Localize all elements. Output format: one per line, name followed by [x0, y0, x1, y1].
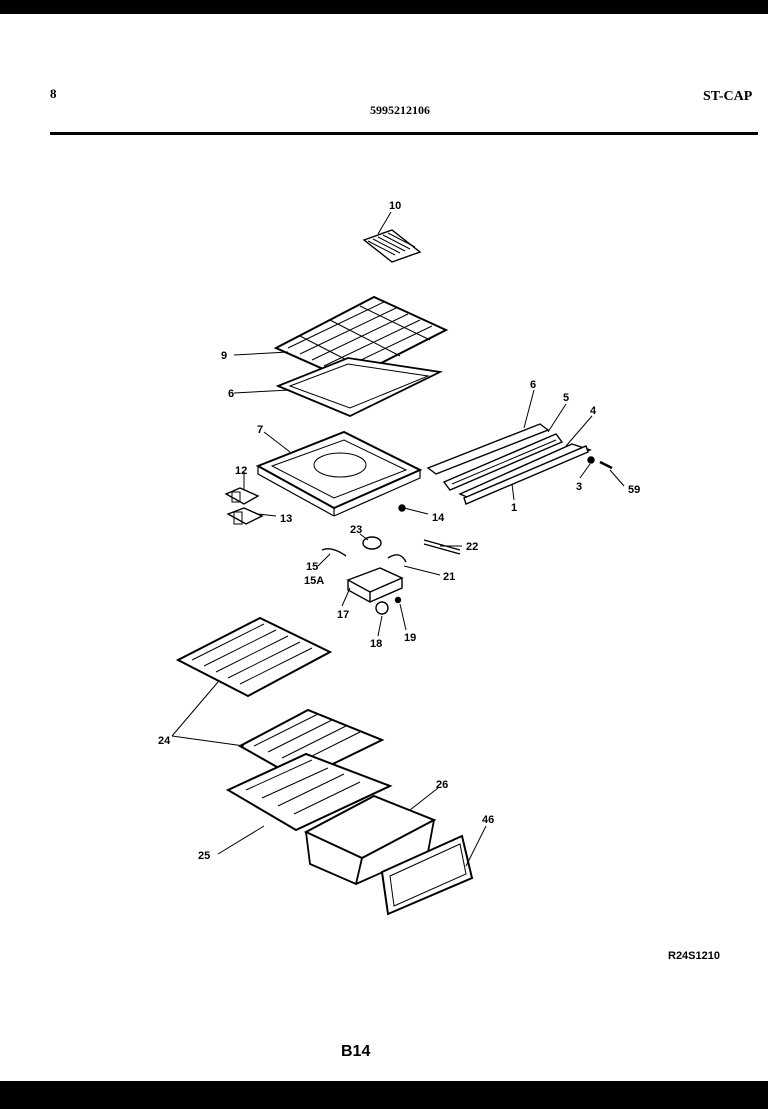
part-7-tray	[255, 430, 423, 517]
callout-59: 59	[628, 484, 640, 496]
part-6-rail	[426, 423, 550, 475]
callout-18: 18	[370, 638, 382, 650]
part-15-wire	[321, 548, 347, 557]
callout-25: 25	[198, 850, 210, 862]
part-59-screw	[599, 460, 613, 470]
part-24-shelf-upper	[175, 616, 333, 698]
part-18-bulb	[375, 601, 389, 615]
bottom-border	[0, 1081, 768, 1109]
part-46-drawer-front	[380, 834, 474, 916]
callout-23: 23	[350, 524, 362, 536]
callout-5: 5	[563, 392, 569, 404]
callout-21: 21	[443, 571, 455, 583]
model-code: ST-CAP	[703, 89, 753, 104]
callout-13: 13	[280, 513, 292, 525]
callout-6-rail: 6	[530, 379, 536, 391]
part-10-grille	[362, 229, 422, 263]
part-3-screw	[587, 456, 595, 464]
page-number: 8	[50, 86, 57, 101]
part-number: 5995212106	[370, 103, 430, 117]
callout-15: 15	[306, 561, 318, 573]
callout-6-frame: 6	[228, 388, 234, 400]
callout-10: 10	[389, 200, 401, 212]
callout-12: 12	[235, 465, 247, 477]
callout-24: 24	[158, 735, 171, 747]
part-12-bracket	[224, 487, 260, 505]
part-6-frame	[275, 357, 443, 417]
callout-17: 17	[337, 609, 349, 621]
part-19-screw	[394, 596, 402, 604]
header-rule	[50, 132, 758, 135]
part-13-bracket	[226, 507, 264, 525]
reference-code: R24S1210	[668, 950, 720, 962]
callout-26: 26	[436, 779, 448, 791]
part-25-cover	[225, 752, 393, 832]
leader-lines	[171, 211, 625, 867]
part-17-housing	[346, 567, 404, 603]
part-22-rod	[423, 539, 461, 555]
callout-19: 19	[404, 632, 416, 644]
callout-7: 7	[257, 424, 263, 436]
part-1-rail	[463, 445, 589, 505]
callout-9: 9	[221, 350, 227, 362]
callout-14: 14	[432, 512, 445, 524]
callout-1: 1	[511, 502, 517, 514]
part-5-rail	[442, 433, 564, 491]
callout-3: 3	[576, 481, 582, 493]
top-border	[0, 0, 768, 14]
part-21-lamp	[387, 554, 407, 563]
callout-15a: 15A	[304, 575, 324, 587]
callout-4: 4	[590, 405, 597, 417]
footer-page-code: B14	[341, 1043, 371, 1060]
callout-22: 22	[466, 541, 478, 553]
callout-46: 46	[482, 814, 494, 826]
